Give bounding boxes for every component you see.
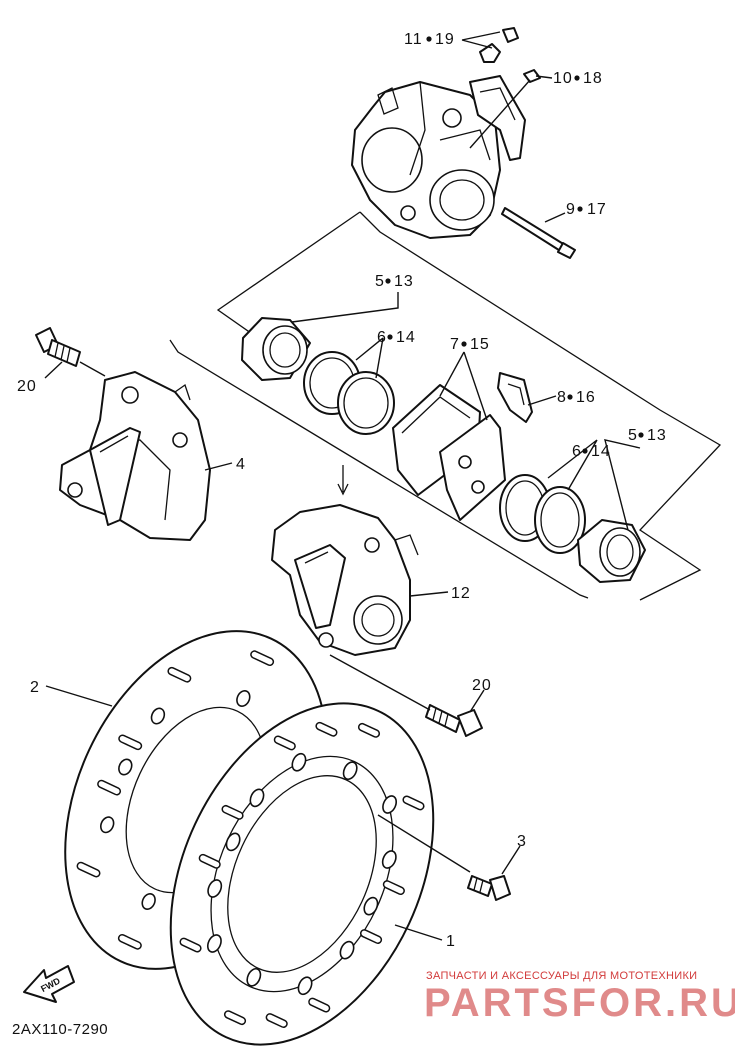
callout-1: 1	[446, 933, 456, 950]
disc-bolt	[467, 875, 511, 901]
callout-6-14-right: 6 14	[572, 443, 611, 460]
callout-5a-label: 5	[375, 273, 385, 290]
leader-20-top	[44, 361, 106, 379]
disc-front-holes	[206, 752, 398, 996]
leader-6-right	[547, 439, 598, 491]
callout-5b-label: 5	[628, 427, 638, 444]
pad-support-spring	[469, 75, 526, 161]
piston-left	[241, 317, 311, 381]
caliper-bolt-lower	[425, 704, 483, 737]
callout-2: 2	[30, 679, 40, 696]
callout-5-13-right: 5 13	[628, 427, 667, 444]
brake-pad-set	[392, 384, 506, 521]
caliper-assembly-left	[59, 371, 211, 541]
callout-10-18: 10 18	[553, 70, 603, 87]
callout-20-top: 20	[17, 378, 37, 395]
callout-12: 12	[451, 585, 471, 602]
callout-8-label: 8	[557, 389, 567, 406]
caliper-bolt-upper	[35, 327, 81, 367]
callout-5a-ref-label: 13	[394, 273, 414, 290]
callout-11-19: 11 19	[404, 31, 455, 48]
callout-10-ref-label: 18	[583, 70, 603, 87]
piston-right	[577, 519, 646, 583]
callout-5-13-top: 5 13	[375, 273, 414, 290]
assembly-arrow	[337, 465, 349, 496]
callout-20-bottom: 20	[472, 677, 492, 694]
leader-6-top	[355, 337, 384, 379]
callout-9-label: 9	[566, 201, 576, 218]
leader-3	[377, 814, 521, 875]
bleed-screw	[479, 27, 519, 63]
bleed-screw-cap	[523, 69, 541, 83]
piston-seal-left	[303, 351, 395, 435]
callout-6a-label: 6	[377, 329, 387, 346]
diagram-code: 2AX110-7290	[12, 1021, 108, 1038]
callout-8-16: 8 16	[557, 389, 596, 406]
piston-seal-right	[499, 474, 586, 554]
brake-disc-front	[169, 702, 435, 1046]
watermark-tagline: ЗАПЧАСТИ И АКСЕССУАРЫ ДЛЯ МОТОТЕХНИКИ	[426, 970, 697, 982]
callout-4: 4	[236, 456, 246, 473]
callout-6-14-top: 6 14	[377, 329, 416, 346]
callout-9-ref-label: 17	[587, 201, 607, 218]
leader-7	[439, 351, 488, 421]
callout-6b-label: 6	[572, 443, 582, 460]
callout-10-label: 10	[553, 70, 573, 87]
callout-7-ref-label: 15	[470, 336, 490, 353]
leader-1	[394, 924, 443, 941]
pad-shim	[497, 372, 533, 423]
leader-11	[461, 31, 501, 49]
callout-9-17: 9 17	[566, 201, 607, 218]
callout-6b-ref-label: 14	[591, 443, 611, 460]
callout-3: 3	[517, 833, 527, 850]
forward-arrow-icon: FWD	[23, 965, 75, 1003]
leader-2	[45, 685, 113, 707]
callout-11-ref-label: 19	[435, 31, 455, 48]
leader-9	[544, 212, 566, 223]
leader-4	[204, 462, 233, 471]
leader-12	[409, 591, 449, 597]
leader-20-bottom	[329, 654, 485, 713]
callout-6a-ref-label: 14	[396, 329, 416, 346]
disc-front-slots	[179, 721, 425, 1028]
pad-pin	[501, 207, 576, 259]
callout-5b-ref-label: 13	[647, 427, 667, 444]
leader-5-top	[291, 292, 399, 323]
watermark-brand: PARTSFOR.RU	[424, 981, 735, 1025]
callout-8-ref-label: 16	[576, 389, 596, 406]
callout-7-label: 7	[450, 336, 460, 353]
watermark: ЗАПЧАСТИ И АКСЕССУАРЫ ДЛЯ МОТОТЕХНИКИ PA…	[424, 970, 735, 1025]
callout-7-15: 7 15	[450, 336, 490, 353]
leader-10	[469, 75, 553, 149]
leader-8	[527, 395, 557, 406]
caliper-assembly-right	[271, 504, 419, 656]
leader-5-right	[604, 439, 641, 531]
upper-caliper-body	[351, 81, 501, 239]
callout-11-label: 11	[404, 31, 423, 48]
